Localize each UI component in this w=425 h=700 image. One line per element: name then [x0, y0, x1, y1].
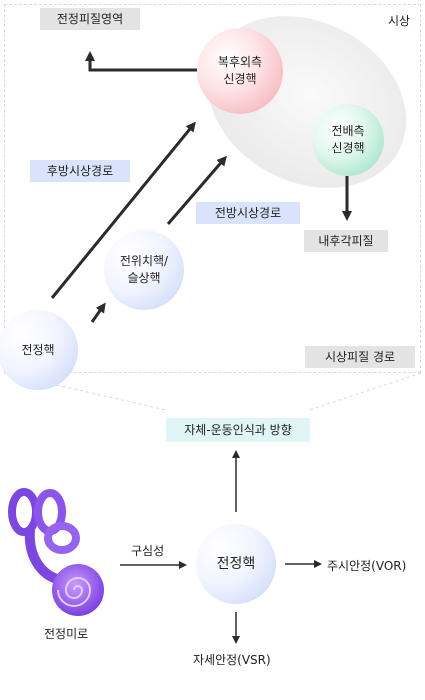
nucleus-vpl: 복후외측 신경핵 [197, 28, 283, 114]
posterior-pathway-label: 후방시상경로 [30, 160, 130, 182]
nucleus-pretectal: 전위치핵/ 슬상핵 [104, 230, 184, 310]
nucleus-vl: 전배측 신경핵 [312, 104, 384, 176]
labyrinth-illustration [8, 488, 104, 616]
afferent-label: 구심성 [131, 544, 165, 558]
funnel-line-right [308, 372, 422, 411]
nucleus-vestibular-top: 전정핵 [0, 310, 78, 390]
cortex-label: 전정피질영역 [40, 8, 140, 30]
thalamus-label: 시상 [388, 14, 411, 28]
vor-label: 주시안정(VOR) [327, 559, 407, 573]
funnel-line-left [3, 372, 167, 411]
anterior-pathway-label: 전방시상경로 [196, 202, 300, 224]
labyrinth-label: 전정미로 [44, 627, 89, 641]
arrow-posterior-pathway [50, 121, 196, 299]
vsr-label: 자세안정(VSR) [193, 653, 271, 667]
arrow-anterior-pathway [166, 155, 227, 225]
pathway-box-label: 시상피질 경로 [305, 346, 415, 368]
arrow-vestibular-to-pretectal [90, 302, 106, 323]
thalamus-ellipse [207, 16, 407, 188]
arrow-vpl-to-cortex [85, 51, 197, 72]
perception-label: 자체-운동인식과 방향 [166, 418, 310, 442]
insular-label: 내후각피질 [304, 230, 388, 252]
thalamocortical-region [4, 4, 421, 373]
nucleus-vestibular-bottom: 전정핵 [196, 524, 276, 604]
